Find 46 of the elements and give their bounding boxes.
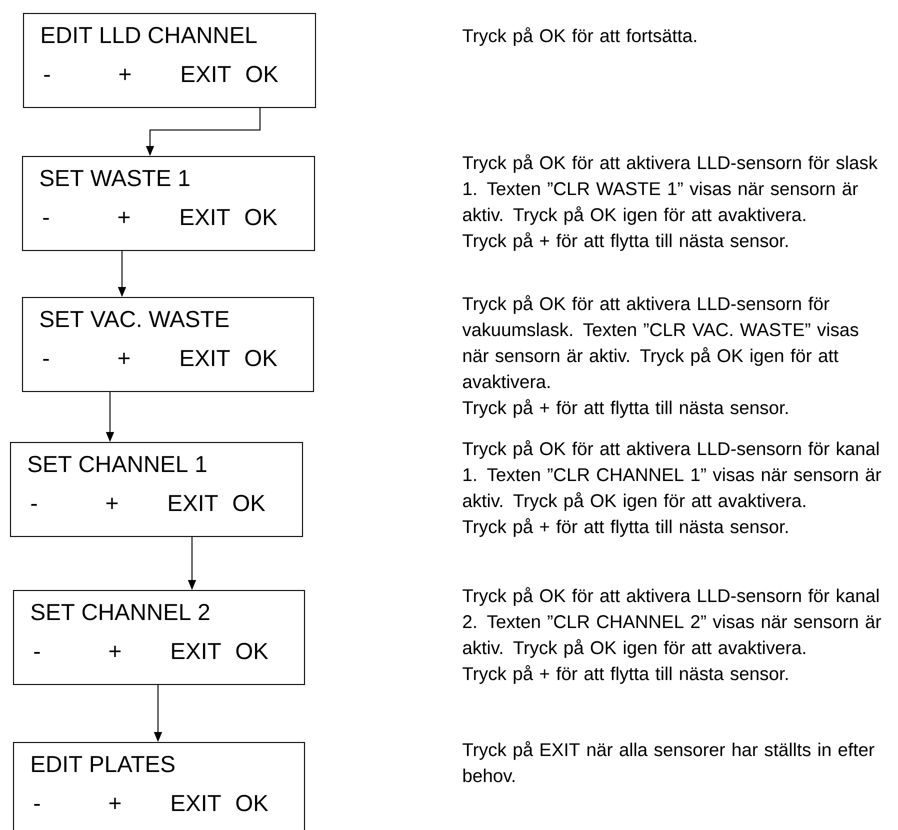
- key-label: EXIT: [181, 350, 230, 366]
- key-label: +: [109, 798, 121, 809]
- key-label: -: [31, 504, 37, 506]
- key-label: +: [119, 68, 131, 80]
- display-title: EDIT PLATES: [32, 756, 174, 772]
- key-label: -: [43, 218, 49, 220]
- display-box: [22, 297, 314, 392]
- key-label: EXIT: [169, 495, 218, 511]
- key-label: OK: [236, 794, 268, 812]
- display-box: [10, 442, 303, 537]
- key-label: +: [118, 352, 130, 364]
- description-text: Tryck på OK för att aktivera LLD-sensorn för slask 1. Texten ”CLR WASTE 1” visas när sensorn är aktiv. Tryck på OK igen för att avaktivera.: [462, 154, 878, 225]
- key-label: OK: [246, 66, 278, 82]
- display-title: SET CHANNEL 2: [31, 604, 210, 620]
- key-label: OK: [233, 494, 266, 512]
- description-text: Tryck på OK för att aktivera LLD-sensorn för kanal 2. Texten ”CLR CHANNEL 2” visas när sensorn är aktiv. Tryck på OK igen för att avaktivera.: [462, 587, 882, 658]
- key-label: EXIT: [172, 643, 221, 659]
- key-label: -: [44, 74, 50, 77]
- key-label: -: [43, 358, 49, 361]
- key-label: OK: [236, 642, 268, 660]
- description-text: Tryck på + för att flytta till nästa sensor.: [462, 518, 788, 537]
- description-text: Tryck på + för att flytta till nästa sensor.: [462, 399, 788, 418]
- key-label: +: [118, 212, 130, 223]
- description-text: Tryck på EXIT när alla sensorer har ställts in efter behov.: [462, 741, 874, 782]
- key-label: OK: [245, 350, 278, 366]
- key-label: +: [109, 646, 121, 657]
- key-label: +: [106, 498, 118, 509]
- key-label: -: [34, 652, 40, 654]
- description-text: Tryck på + för att flytta till nästa sensor.: [462, 232, 788, 251]
- key-label: EXIT: [182, 66, 231, 82]
- display-title: SET VAC. WASTE: [40, 310, 229, 328]
- key-label: EXIT: [181, 209, 230, 225]
- display-box: [22, 156, 315, 251]
- display-title: EDIT LLD CHANNEL: [42, 26, 257, 44]
- description-text: Tryck på OK för att fortsätta.: [462, 27, 696, 46]
- key-label: -: [34, 804, 40, 806]
- key-label: OK: [245, 208, 278, 226]
- display-box: [13, 590, 305, 685]
- description-text: Tryck på OK för att aktivera LLD-sensorn för kanal 1. Texten ”CLR CHANNEL 1” visas när sensorn är aktiv. Tryck på OK igen för att avaktivera.: [462, 440, 882, 511]
- description-text: Tryck på + för att flytta till nästa sensor.: [462, 665, 788, 684]
- display-box: [23, 13, 316, 108]
- display-box: [13, 742, 305, 830]
- display-title: SET CHANNEL 1: [28, 456, 206, 472]
- description-text: Tryck på OK för att aktivera LLD-sensorn för vakuumslask. Texten ”CLR VAC. WASTE” visas när sensorn är aktiv. Tryck på OK igen för att avaktivera.: [462, 295, 858, 388]
- display-title: SET WASTE 1: [40, 170, 190, 186]
- key-label: EXIT: [172, 795, 221, 811]
